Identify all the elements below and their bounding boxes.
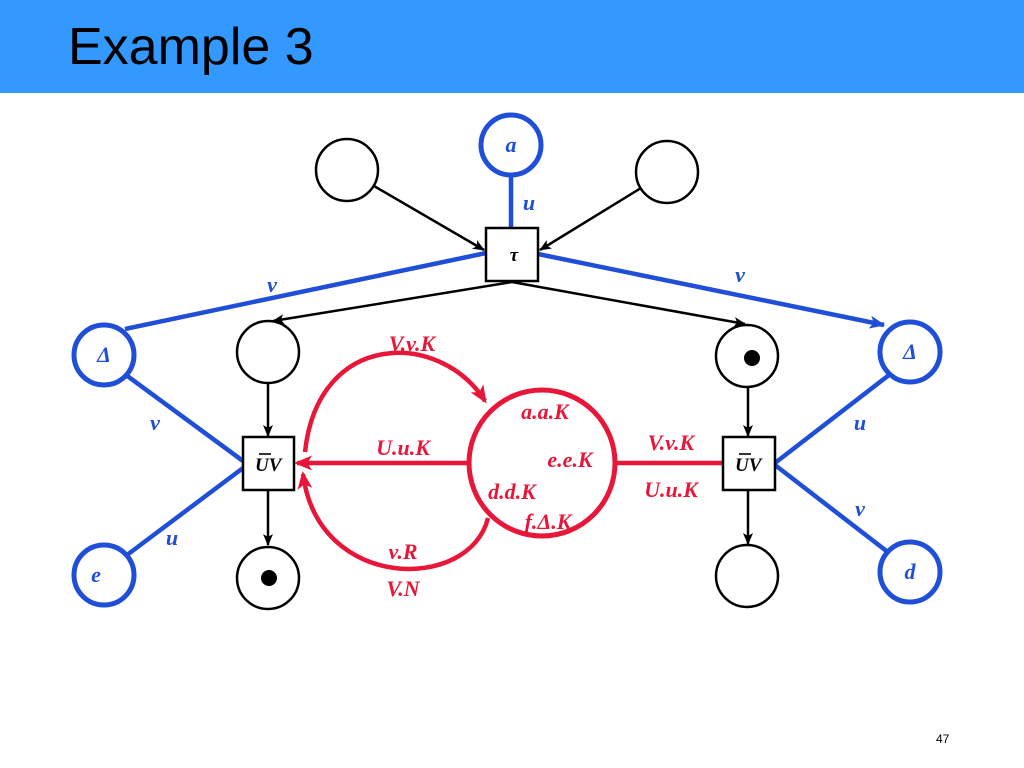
uv-left-label-rest: V	[269, 455, 283, 476]
place-top-right	[634, 139, 700, 205]
slide-header	[0, 0, 1024, 93]
blue-arc-label-tau-delta-right: v	[735, 262, 745, 287]
blue-arc-label-delta-left-uv-left: v	[150, 410, 160, 435]
transition-uv-left	[241, 435, 296, 492]
place-d	[877, 539, 943, 605]
place-a-label: a	[506, 132, 517, 157]
blue-arc-tau-to-delta-right	[537, 251, 886, 329]
red-arc-uv-left-to-red-place	[302, 350, 487, 453]
red-place-label-ee: e.e.K	[547, 447, 594, 472]
blue-arc-label-e-uv-left: u	[166, 525, 178, 550]
transition-uv-left-label: UV	[255, 455, 283, 476]
red-place-label-dd: d.d.K	[488, 479, 537, 504]
place-delta-left-label: Δ	[96, 342, 111, 367]
blue-arc-tau-to-delta-left	[124, 250, 487, 332]
token-dot	[744, 350, 760, 366]
transition-uv-right	[721, 435, 777, 492]
red-arc-label-lower-first: v.R	[388, 539, 417, 564]
place-e-label: e	[91, 562, 101, 587]
place-a	[478, 112, 544, 178]
red-arc-label-uv-right-upper: V.v.K	[648, 430, 696, 455]
place-right-bottom	[714, 543, 780, 609]
place-e	[71, 542, 137, 608]
uv-right-label-rest: V	[749, 455, 763, 476]
place-delta-right	[877, 319, 943, 385]
red-arc-lower-red-place-to-uv-left	[297, 471, 491, 572]
page-number: 47	[936, 732, 950, 746]
red-place	[466, 387, 618, 539]
blue-arc-label-uv-right-delta-right: u	[854, 410, 866, 435]
arc-tau-to-right-place	[511, 280, 746, 327]
red-arc-label-red-place-to-uv-left: U.u.K	[376, 435, 431, 460]
transition-tau	[484, 226, 540, 283]
red-arc-label-uv-left-to-red-place: V.v.K	[389, 331, 437, 356]
token-dot	[261, 570, 277, 586]
transition-uv-right-label: UV	[735, 455, 763, 476]
blue-arc-label-a-tau: u	[523, 190, 535, 215]
uv-right-label-barred: U	[735, 455, 750, 476]
place-delta-right-label: Δ	[902, 339, 917, 364]
blue-arc-label-tau-delta-left: v	[267, 272, 277, 297]
arc-top-right-place-to-tau	[539, 186, 642, 252]
blue-arc-delta-left-to-uv-left	[124, 373, 245, 463]
blue-arc-uv-right-to-delta-right	[773, 373, 891, 465]
place-delta-left	[71, 322, 137, 388]
blue-arc-label-uv-right-d: v	[855, 496, 865, 521]
red-place-label-aa: a.a.K	[521, 399, 570, 424]
red-arc-label-uv-right-lower: U.u.K	[644, 477, 699, 502]
transition-tau-label: τ	[510, 245, 519, 266]
uv-left-label-barred: U	[255, 455, 270, 476]
arc-tau-to-left-place	[272, 280, 513, 325]
red-arc-label-lower-second: V.N	[386, 576, 420, 601]
blue-arc-e-to-uv-left	[125, 466, 245, 557]
arc-top-left-place-to-tau	[373, 184, 485, 252]
red-place-label-fdelta: f.Δ.K	[525, 509, 573, 534]
blue-arc-uv-right-to-d	[773, 463, 891, 555]
slide-title: Example 3	[68, 18, 314, 76]
place-left	[235, 319, 301, 385]
place-top-left	[314, 137, 380, 203]
place-d-label: d	[905, 559, 917, 584]
